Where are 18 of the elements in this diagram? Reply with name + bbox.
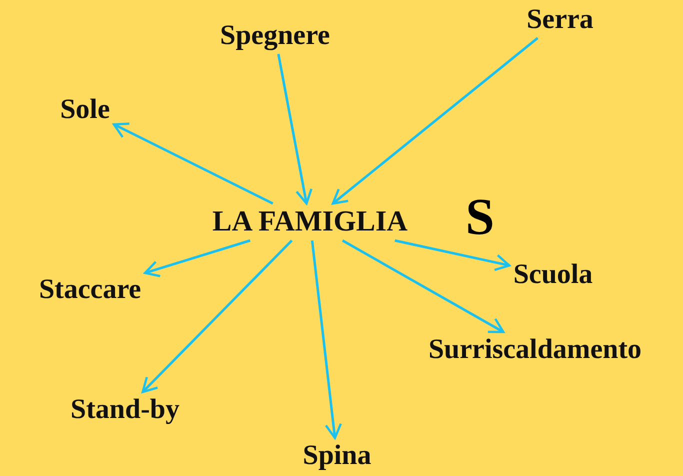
node-label: Staccare — [38, 276, 142, 304]
arrow — [112, 122, 274, 205]
node-label: LA FAMIGLIA — [212, 208, 408, 236]
arrow — [144, 239, 251, 278]
letter-label: S — [466, 192, 494, 244]
arrow — [142, 240, 293, 394]
node-label: Stand-by — [70, 396, 180, 424]
node-label: Surriscaldamento — [428, 336, 642, 364]
arrow — [277, 54, 313, 205]
node-label: Spegnere — [220, 22, 330, 50]
arrow — [342, 239, 504, 334]
node-label: Scuola — [513, 261, 593, 289]
node-label: Sole — [60, 96, 110, 124]
arrow — [310, 240, 342, 440]
node-label: Serra — [526, 6, 594, 34]
arrow — [394, 239, 510, 272]
node-label: Spina — [302, 442, 372, 470]
arrow — [332, 37, 538, 205]
